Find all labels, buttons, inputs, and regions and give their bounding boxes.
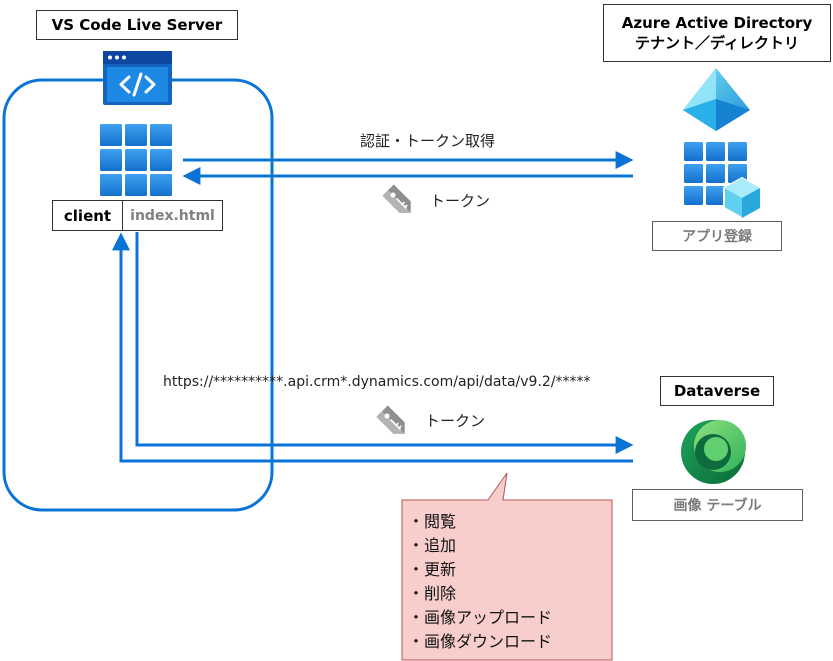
dataverse-title-text: Dataverse: [673, 382, 761, 400]
vscode-live-server-title: VS Code Live Server: [36, 10, 238, 40]
operation-item: 画像アップロード: [408, 606, 552, 630]
api-token-label: トークン: [425, 412, 486, 430]
operation-item: 追加: [408, 534, 552, 558]
token-tag-icon: [376, 405, 405, 434]
client-label-text: client: [63, 206, 112, 225]
app-registration-icon: [684, 142, 761, 220]
api-url-label: https://**********.api.crm*.dynamics.com…: [163, 374, 591, 390]
token-return-label: トークン: [430, 192, 491, 210]
client-label: client: [52, 200, 123, 231]
azure-ad-title: Azure Active Directory テナント／ディレクトリ: [603, 4, 831, 62]
operation-item: 画像ダウンロード: [408, 630, 552, 654]
dataverse-logo-icon: [681, 420, 746, 484]
app-registration-label: アプリ登録: [652, 221, 782, 251]
operation-item: 閲覧: [408, 510, 552, 534]
operations-list: 閲覧 追加 更新 削除 画像アップロード 画像ダウンロード: [408, 510, 552, 654]
azure-ad-title-line2: テナント／ディレクトリ: [635, 34, 799, 52]
api-response-arrow: [112, 232, 633, 463]
image-table-label-text: 画像 テーブル: [673, 498, 762, 514]
vscode-window-icon: [103, 51, 172, 105]
operation-item: 削除: [408, 582, 552, 606]
azure-ad-title-line1: Azure Active Directory: [621, 14, 813, 32]
index-html-file[interactable]: index.html: [122, 200, 223, 231]
token-tag-icon: [382, 184, 411, 213]
auth-request-label: 認証・トークン取得: [360, 132, 496, 150]
azure-ad-pyramid-icon: [683, 68, 750, 131]
index-html-file-text: index.html: [130, 207, 215, 224]
app-registration-label-text: アプリ登録: [682, 229, 752, 245]
dataverse-title: Dataverse: [660, 376, 774, 406]
client-app-grid-icon: [100, 124, 172, 196]
operation-item: 更新: [408, 558, 552, 582]
api-request-arrow: [135, 232, 634, 454]
vscode-live-server-title-text: VS Code Live Server: [51, 16, 223, 34]
image-table-label: 画像 テーブル: [632, 489, 803, 521]
